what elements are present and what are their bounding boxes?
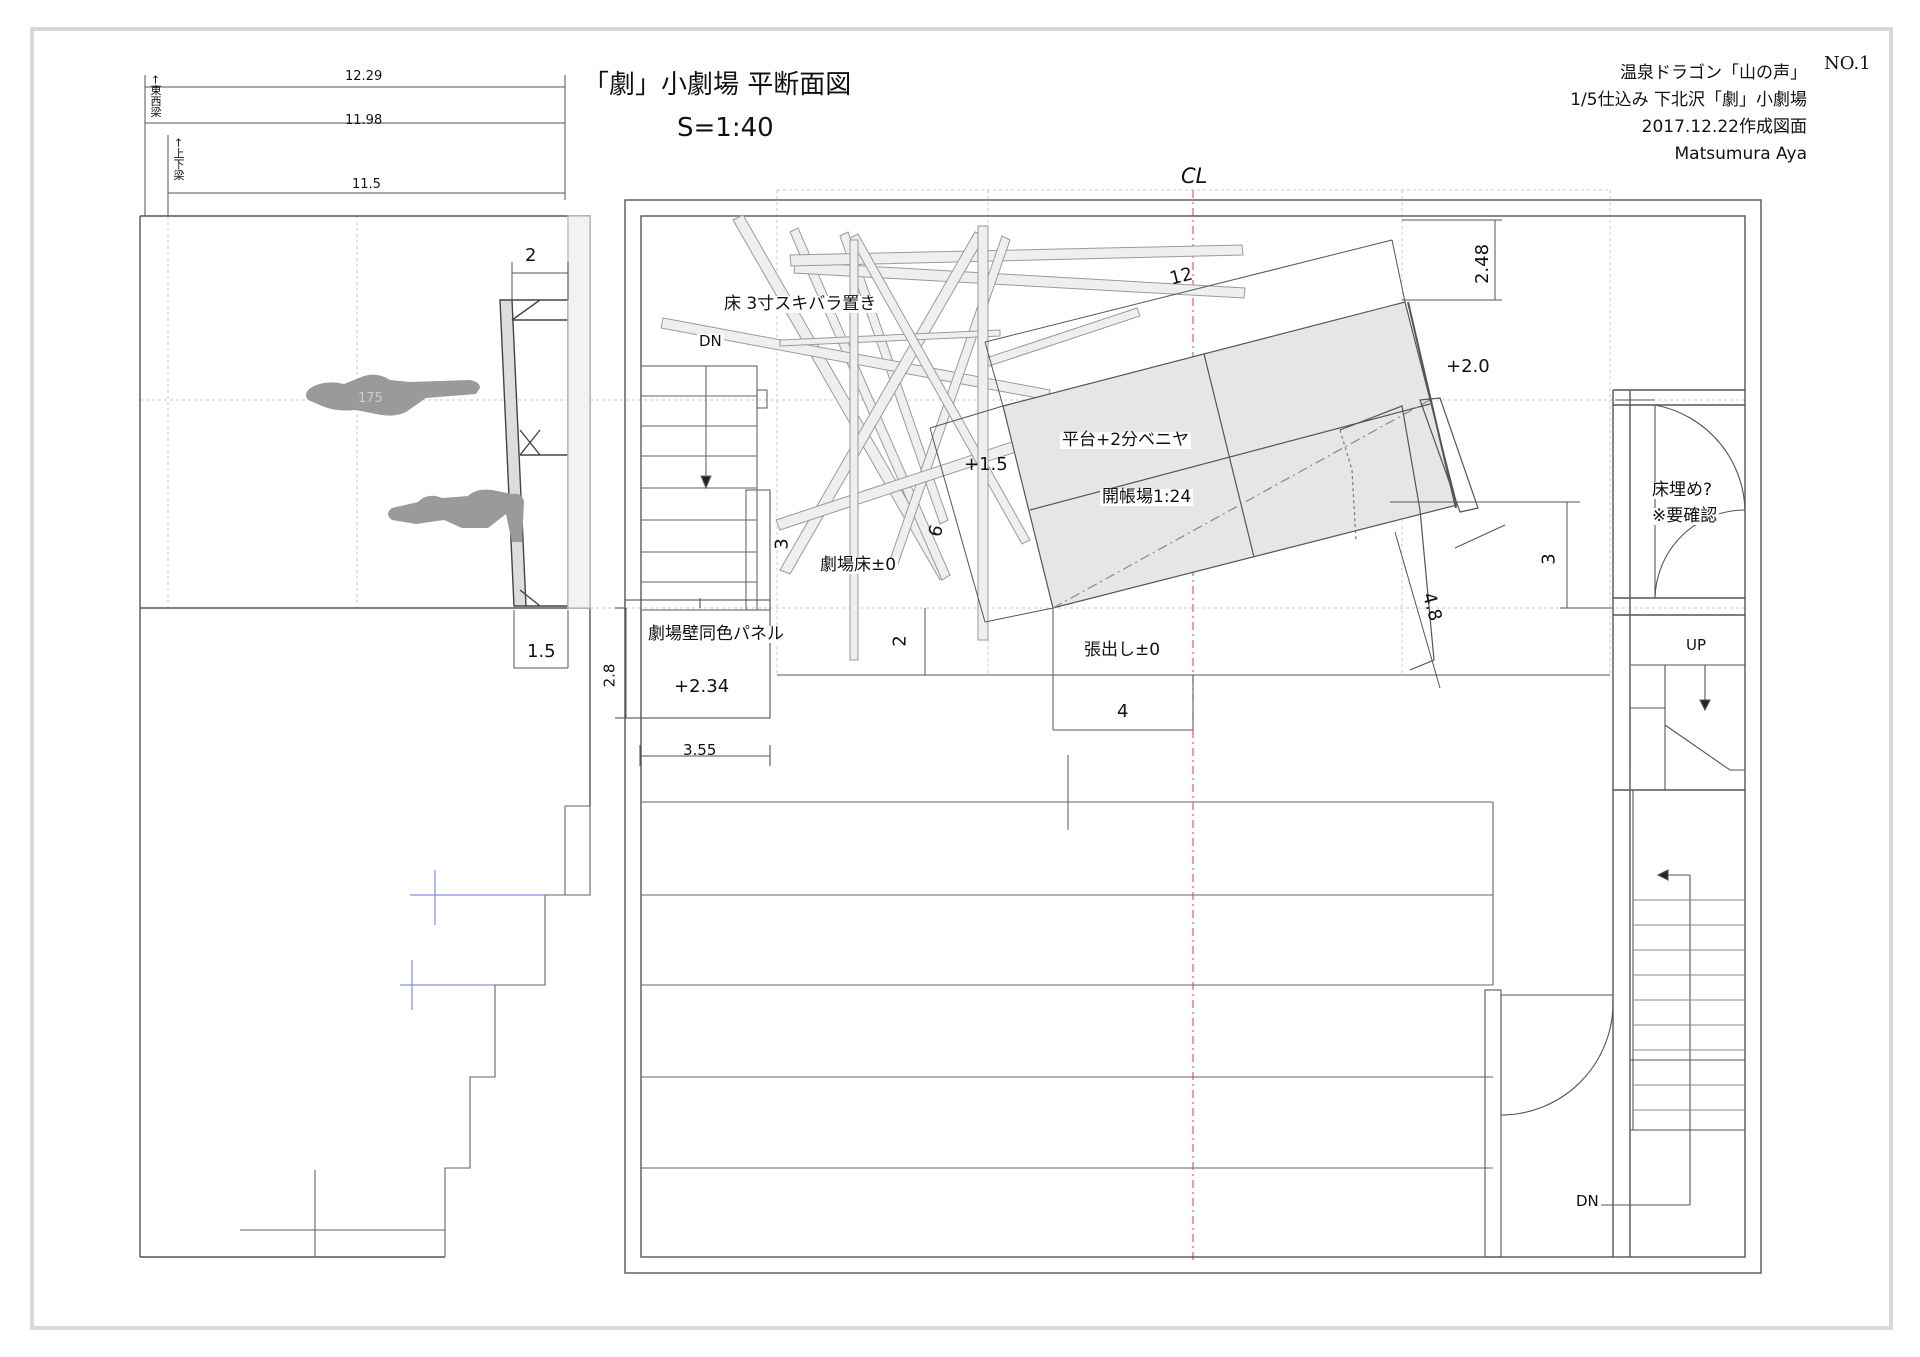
sheet-frame <box>30 27 1893 1330</box>
drawing-scale: S=1:40 <box>677 113 774 143</box>
dimension-lines <box>144 75 1613 731</box>
gallery-structure <box>499 215 591 609</box>
beam-label-1: ←東西梁 <box>149 75 162 118</box>
left-stairs <box>640 365 771 611</box>
dim-left-box-level: +2.34 <box>674 676 730 697</box>
label-apron: 張出し±0 <box>1082 640 1163 660</box>
dim-platform-depth: 2.48 <box>1472 243 1494 285</box>
drawing-title: 「劇」小劇場 平断面図 <box>583 70 852 100</box>
label-confirm: ※要確認 <box>1650 506 1720 526</box>
top-dim-11-5: 11.5 <box>352 177 381 192</box>
dim-left-box-width: 3.55 <box>683 741 717 759</box>
left-box <box>615 598 771 766</box>
header-line-4: Matsumura Aya <box>1674 144 1807 164</box>
label-open-area: 開帳場1:24 <box>1100 487 1194 507</box>
centerline-label: CL <box>1181 164 1208 188</box>
seating-rows <box>240 755 1494 1257</box>
blue-marks <box>400 870 545 1010</box>
label-wall-panel: 劇場壁同色パネル <box>646 624 786 644</box>
label-dn-bottom: DN <box>1574 1192 1601 1210</box>
sheet-number: NO.1 <box>1824 53 1871 74</box>
dim-apron-width: 4 <box>1117 701 1129 722</box>
label-fill-floor: 床埋め? <box>1650 480 1715 500</box>
raked-platform <box>1002 301 1479 671</box>
human-silhouettes <box>306 374 524 542</box>
dim-step-3: 3 <box>771 538 793 550</box>
label-dn-left: DN <box>697 332 724 350</box>
header-line-2: 1/5仕込み 下北沢「劇」小劇場 <box>1570 90 1807 110</box>
top-dim-11-98: 11.98 <box>345 113 383 128</box>
dim-apron-depth: 2 <box>889 635 911 647</box>
label-up: UP <box>1684 636 1709 654</box>
beam-label-2: ←上下梁 <box>172 138 185 181</box>
header-line-1: 温泉ドラゴン「山の声」 <box>1620 63 1807 83</box>
right-doors-stairs <box>1484 399 1746 1258</box>
label-floor-timber: 床 3寸スキバラ置き <box>722 294 879 314</box>
dim-left-box-height: 2.8 <box>600 663 619 688</box>
top-dim-12-29: 12.29 <box>345 69 383 84</box>
label-platform: 平台+2分ベニヤ <box>1060 430 1192 450</box>
dim-right-3: 3 <box>1538 553 1560 565</box>
label-stage-floor: 劇場床±0 <box>818 555 899 575</box>
dim-gallery-top: 2 <box>525 245 537 266</box>
dim-gallery-bottom: 1.5 <box>527 641 556 662</box>
walls <box>139 199 1762 1274</box>
level-high: +2.0 <box>1446 356 1490 377</box>
header-line-3: 2017.12.22作成図面 <box>1641 117 1807 137</box>
figure-height: 175 <box>358 391 383 406</box>
level-mid: +1.5 <box>964 454 1008 475</box>
